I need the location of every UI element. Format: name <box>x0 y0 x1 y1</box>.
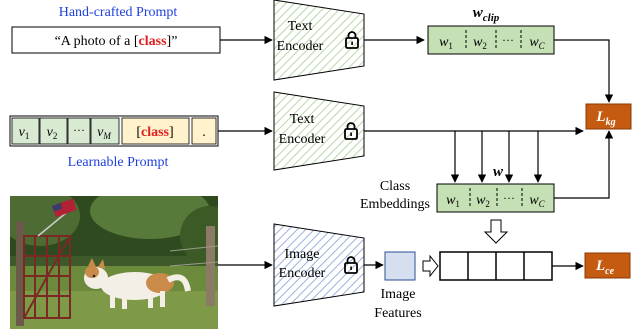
w-vector <box>436 183 555 213</box>
learnable-class-cell <box>121 117 190 145</box>
w-label: w <box>493 164 504 180</box>
text-encoder-top-label-1: Text <box>288 19 313 34</box>
learnable-token-cell <box>39 117 68 145</box>
hand-crafted-title: Hand-crafted Prompt <box>59 5 178 20</box>
loss-kg-label: Lkg <box>595 109 615 128</box>
w-cell-ellipsis: ··· <box>503 191 515 205</box>
text-encoder-top <box>273 0 365 81</box>
loss-kg-box <box>585 103 632 130</box>
w-cell-2: w2 <box>476 193 490 209</box>
learnable-token-2: v2 <box>47 125 58 141</box>
learnable-end-token: . <box>202 125 206 140</box>
hollow-right-arrow <box>422 254 439 278</box>
learnable-token-m: vM <box>97 125 111 141</box>
w-clip-cell-c: wC <box>529 35 545 51</box>
text-encoder-top-label-2: Encoder <box>277 39 324 54</box>
arrow-wclip-to-lkg <box>554 39 614 103</box>
w-cell-1: w1 <box>446 193 460 209</box>
class-embeddings-label-2: Embeddings <box>360 197 430 212</box>
learnable-token-cell <box>11 117 40 145</box>
hollow-down-arrow <box>483 219 509 244</box>
loss-ce-label: Lce <box>595 258 615 277</box>
learnable-class-token: [class] <box>136 125 173 140</box>
w-clip-cell-ellipsis: ··· <box>502 33 514 47</box>
image-encoder <box>273 223 365 307</box>
w-clip-cell-1: w1 <box>439 35 453 51</box>
loss-ce-box <box>584 252 631 279</box>
learnable-token-ellipsis: ··· <box>73 123 85 137</box>
learnable-end-cell <box>191 117 217 145</box>
lock-icon <box>344 256 358 274</box>
hand-crafted-prompt-text: “A photo of a [class]” <box>55 34 178 49</box>
image-encoder-label-1: Image <box>285 247 320 262</box>
class-embeddings-label-1: Class <box>380 179 410 194</box>
w-clip-cell-2: w2 <box>473 35 487 51</box>
text-encoder-bottom-label-2: Encoder <box>279 132 326 147</box>
learnable-token-cell <box>90 117 120 145</box>
w-clip-label: wclip <box>473 5 500 24</box>
learnable-token-1: v1 <box>19 125 30 141</box>
lock-icon <box>344 122 358 140</box>
image-encoder-label-2: Encoder <box>279 266 326 281</box>
arrow-w-to-lkg <box>554 130 614 199</box>
w-cell-c: wC <box>529 193 545 209</box>
image-features-label-1: Image <box>381 287 416 302</box>
lock-icon <box>345 31 359 49</box>
w-clip-vector <box>427 25 555 55</box>
text-encoder-bottom <box>273 91 365 171</box>
image-features-label-2: Features <box>374 306 421 321</box>
learnable-token-cell <box>67 117 91 145</box>
dog-by-gate-photo <box>10 196 218 329</box>
text-encoder-bottom-label-1: Text <box>290 112 315 127</box>
image-feature-box <box>384 251 416 281</box>
learnable-prompt-title: Learnable Prompt <box>68 155 169 170</box>
